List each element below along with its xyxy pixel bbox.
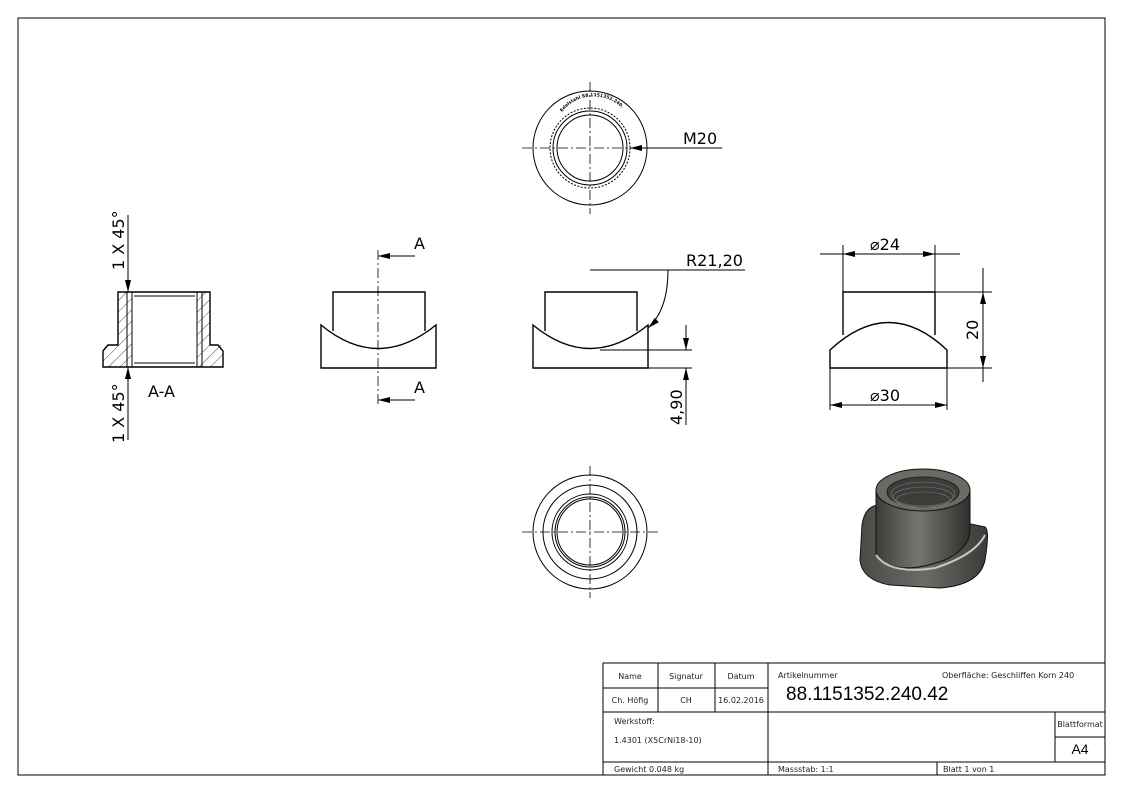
thread-label: M20 — [683, 129, 717, 148]
chamfer-bottom-label: 1 X 45° — [109, 383, 128, 443]
material-value: 1.4301 (X5CrNi18-10) — [614, 736, 702, 745]
front-view: A A — [320, 234, 437, 405]
name-header: Name — [618, 672, 642, 681]
article-label: Artikelnummer — [778, 671, 838, 680]
sheet-text: Blatt 1 von 1 — [943, 765, 994, 774]
bottom-view — [522, 466, 658, 598]
scale-text: Massstab: 1:1 — [778, 765, 834, 774]
article-number: 88.1151352.240.42 — [786, 684, 948, 705]
cut-label-bottom: A — [414, 378, 425, 397]
dia-top-label: ⌀24 — [870, 235, 900, 254]
chamfer-top-label: 1 X 45° — [109, 210, 128, 270]
dia-bottom-label: ⌀30 — [870, 386, 900, 405]
isometric-render — [859, 468, 988, 589]
signature-header: Signatur — [669, 672, 704, 681]
right-view: ⌀24 20 ⌀30 — [820, 235, 992, 410]
side-view: R21,20 4,90 — [532, 251, 745, 425]
name-value: Ch. Höfig — [612, 696, 649, 705]
surface-text: Oberfläche: Geschliffen Korn 240 — [942, 671, 1074, 680]
depth-label: 4,90 — [667, 389, 686, 425]
date-value: 16.02.2016 — [718, 696, 764, 705]
top-view: Edelstahl 88.1151352.240.42 M20 — [0, 0, 722, 214]
title-block: Name Signatur Datum Ch. Höfig CH 16.02.2… — [602, 662, 1106, 776]
section-view: 1 X 45° 1 X 45° A-A — [102, 210, 224, 443]
height-label: 20 — [963, 320, 982, 340]
engraving-text: Edelstahl 88.1151352.240.42 — [0, 0, 624, 113]
cut-label-top: A — [414, 234, 425, 253]
section-label: A-A — [148, 382, 175, 401]
signature-value: CH — [680, 696, 692, 705]
radius-label: R21,20 — [686, 251, 743, 270]
material-label: Werkstoff: — [614, 717, 655, 726]
format-label: Blattformat — [1057, 720, 1103, 729]
drawing-frame — [17, 17, 1106, 776]
date-header: Datum — [727, 672, 754, 681]
weight-text: Gewicht 0.048 kg — [614, 765, 684, 774]
format-value: A4 — [1071, 741, 1088, 757]
